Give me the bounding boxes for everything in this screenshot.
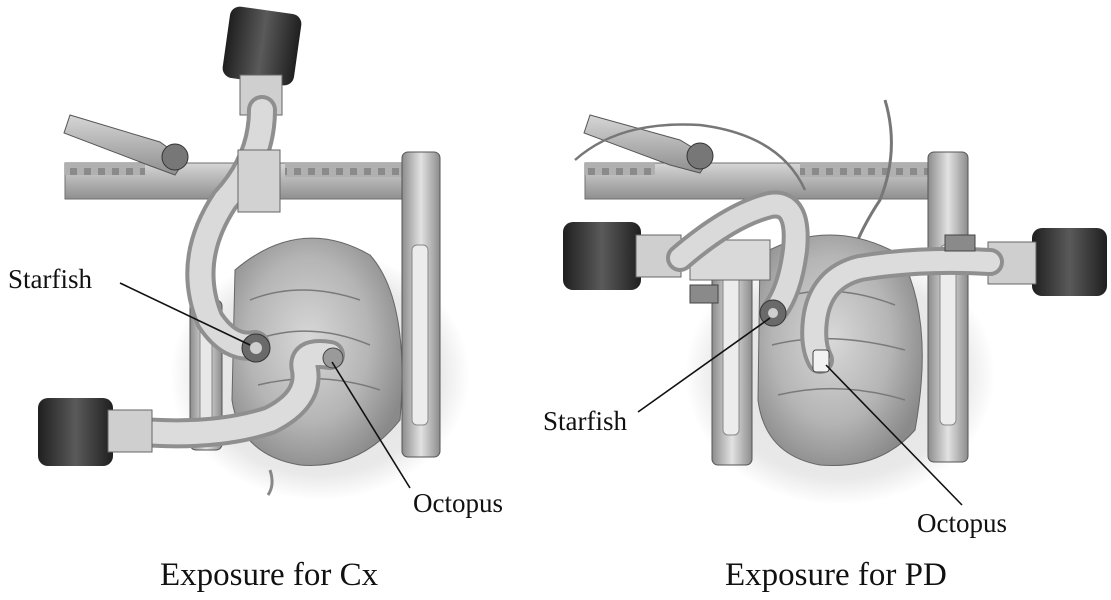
cx-starfish-cup-center: [250, 342, 262, 354]
cx-bottom-grip: [38, 398, 113, 466]
panel-cx: Starfish Octopus Exposure for Cx: [8, 5, 503, 593]
cx-mount-block: [238, 150, 280, 212]
cx-illustration: [38, 5, 470, 500]
cx-right-arm-slot: [412, 245, 428, 425]
cx-crank-knob: [162, 144, 188, 170]
pd-lower-block: [690, 285, 718, 303]
cx-bottom-grip-collar: [108, 410, 152, 452]
pd-starfish-label: Starfish: [543, 406, 627, 436]
pd-starfish-cup-center: [768, 308, 778, 318]
cx-rack-teeth-left: [65, 163, 145, 175]
pd-rack-teeth-left: [585, 163, 655, 175]
cx-octopus-label: Octopus: [413, 488, 503, 518]
cx-starfish-label: Starfish: [8, 264, 92, 294]
cx-caption: Exposure for Cx: [160, 557, 379, 593]
pd-crank-knob: [687, 143, 713, 169]
pd-octopus-label: Octopus: [917, 508, 1007, 538]
pd-upper-block: [945, 235, 975, 251]
pd-caption: Exposure for PD: [725, 557, 947, 593]
pd-illustration: [563, 100, 1107, 505]
pd-right-grip: [1032, 228, 1107, 296]
pd-octopus-pod: [813, 350, 829, 372]
cx-top-grip: [221, 5, 302, 86]
pd-left-grip: [563, 222, 641, 290]
panel-pd: Starfish Octopus Exposure for PD: [543, 100, 1107, 593]
